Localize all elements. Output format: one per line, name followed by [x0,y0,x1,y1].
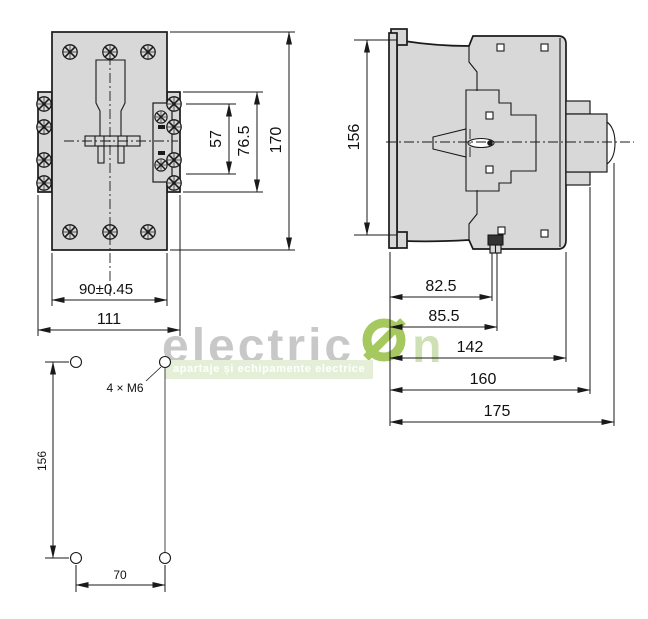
dim-76-5-label: 76.5 [236,125,253,156]
dim-drill-70-label: 70 [113,568,127,582]
screw-icon [166,152,182,168]
coil-terminal [487,234,504,246]
screw-icon [35,175,53,191]
dim-57-label: 57 [208,130,225,148]
brand-text-n: n [412,320,445,373]
dim-160: 160 [389,371,591,393]
dim-170-label: 170 [268,127,285,154]
watermark-tagline: apartaje și echipamente electrice [165,360,374,379]
screw-icon [35,152,53,168]
front-cap [565,113,608,173]
dim-175: 175 [389,403,615,425]
screw-icon [140,43,156,61]
side-view [386,28,634,254]
dim-111-label: 111 [97,311,121,328]
screw-icon [154,158,168,172]
dim-90: 90±0.45 [51,253,168,306]
dim-57: 57 [186,103,236,175]
screw-icon [166,119,182,135]
screw-icon [154,110,168,124]
front-step-top [565,100,591,115]
dim-85-5: 85.5 [389,308,498,330]
shaft-slot [467,137,495,149]
dim-drill-70: 70 [75,565,166,592]
side-bottom-dims: 82.5 85.5 142 160 175 [389,163,615,426]
dim-156-label: 156 [346,124,363,151]
front-cap-bump [606,121,616,165]
dim-175-label: 175 [484,403,511,420]
center-detail [465,89,537,192]
aux-slot [158,151,165,155]
dim-160-label: 160 [470,371,497,388]
screw-icon [35,119,53,135]
dim-142-label: 142 [457,339,484,356]
front-step-bottom [565,171,591,186]
dim-142: 142 [389,339,567,361]
front-view [35,31,182,296]
mounting-hole [69,355,83,369]
mounting-flange [388,32,398,249]
mounting-hole [158,355,172,369]
screw-icon [166,96,182,112]
dim-drill-156: 156 [35,361,69,559]
aux-slot [158,125,165,129]
dim-82-5-label: 82.5 [425,278,456,295]
dim-156: 156 [346,39,397,236]
screw-icon [140,224,156,240]
dim-90-label: 90±0.45 [79,281,133,298]
dim-76-5: 76.5 [183,91,263,193]
screw-icon [61,224,78,240]
holes-label: 4 × M6 [106,381,143,395]
leader-line [145,366,162,382]
dim-drill-156-label: 156 [35,451,49,471]
drilling-pattern: 4 × M6 156 70 [35,355,172,592]
screw-icon [166,175,182,191]
screw-icon [35,96,53,112]
mounting-hole [69,551,83,565]
dim-85-5-label: 85.5 [428,308,459,325]
dim-170: 170 [170,31,295,251]
dim-111: 111 [37,195,181,336]
screw-icon [61,43,78,61]
mounting-hole [158,551,172,565]
dim-82-5: 82.5 [389,278,493,300]
